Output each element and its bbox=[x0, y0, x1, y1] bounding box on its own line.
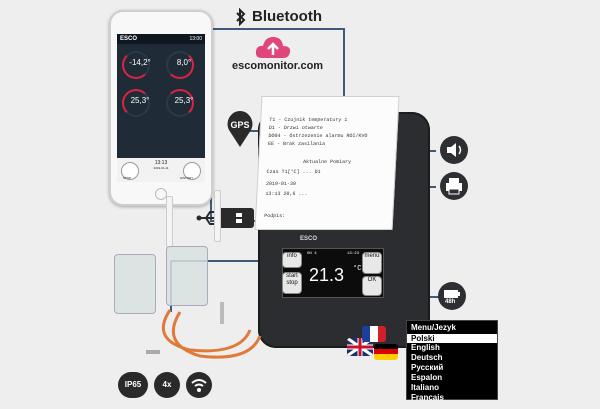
battery-icon: 48h bbox=[438, 282, 466, 310]
receipt-line: Czas T1[°C] ... D1 bbox=[266, 169, 321, 175]
receipt-line: D1 - Drzwi otwarte bbox=[268, 125, 324, 131]
smartphone: ESCO 13:00 -14,2° 8,0° 25,3° 25,3° STOP … bbox=[109, 10, 213, 206]
sensor-count-badge: 4x bbox=[154, 372, 180, 398]
language-option[interactable]: Italiano bbox=[411, 383, 440, 392]
ok-label: OK bbox=[367, 277, 377, 283]
receipt-line: Podpis: bbox=[264, 213, 286, 219]
lcd-time: 13:23 bbox=[347, 252, 360, 256]
escomonitor-label: escomonitor.com bbox=[232, 60, 324, 72]
menu-button[interactable]: menu bbox=[362, 252, 382, 274]
sensor-count-label: 4x bbox=[162, 380, 172, 389]
ip65-badge: IP65 bbox=[118, 372, 148, 398]
connector-line bbox=[170, 260, 278, 262]
language-option[interactable]: Русский bbox=[411, 363, 444, 372]
uk-flag-icon bbox=[347, 338, 373, 356]
gps-label: GPS bbox=[230, 120, 250, 130]
printer-icon bbox=[440, 172, 468, 200]
connector-line bbox=[199, 28, 344, 30]
receipt-line: 2019-01-30 bbox=[265, 181, 297, 187]
sensor-value: 25,3° bbox=[130, 96, 150, 105]
language-option[interactable]: Francais bbox=[411, 393, 444, 402]
lcd-channel: ON 4 bbox=[307, 252, 317, 256]
receipt-line: EE - Brak zasilania bbox=[267, 141, 326, 147]
battery-label: 48h bbox=[445, 299, 456, 305]
language-option[interactable]: English bbox=[411, 343, 440, 352]
info-label: info bbox=[287, 253, 297, 259]
printer-brand: ESCO bbox=[300, 236, 318, 242]
app-brand: ESCO bbox=[120, 36, 138, 42]
gauge-ring bbox=[122, 51, 150, 79]
history-button[interactable] bbox=[183, 162, 201, 180]
de-flag-icon bbox=[374, 344, 398, 360]
logger-antenna bbox=[166, 196, 173, 248]
start-label: start bbox=[286, 273, 298, 279]
gauge-ring bbox=[166, 89, 194, 117]
sensor-tile[interactable]: 25,3° bbox=[119, 86, 159, 117]
gps-pin-icon bbox=[227, 111, 253, 147]
ok-button[interactable]: OK bbox=[362, 276, 382, 296]
receipt-line: T1 - Czujnik temperatury 1 bbox=[269, 117, 348, 123]
receipt-line: 13:13 20,6 ... bbox=[265, 191, 308, 197]
phone-topbar: ESCO 13:00 bbox=[117, 34, 205, 44]
fr-flag-icon bbox=[362, 326, 386, 342]
sensor-value: 25,3° bbox=[174, 96, 194, 105]
receipt-line: DO04 - Ostrzezenie alarmu ROI/KVO bbox=[268, 133, 368, 139]
bluetooth-icon bbox=[236, 8, 246, 26]
menu-label: menu bbox=[364, 253, 380, 259]
wifi-icon bbox=[186, 372, 212, 398]
stop-label: STOP bbox=[123, 176, 132, 180]
receipt-paper: T1 - Czujnik temperatury 1 D1 - Drzwi ot… bbox=[254, 96, 400, 230]
stop-button[interactable] bbox=[121, 162, 139, 180]
language-option-selected[interactable]: Polski bbox=[407, 334, 497, 343]
phone-clock: 13:00 bbox=[189, 36, 202, 42]
phone-datetime: 13:13 2019-01-11 bbox=[145, 160, 177, 170]
logger-antenna bbox=[214, 190, 221, 242]
home-button[interactable] bbox=[155, 188, 167, 200]
receipt-line: Aktualne Pomiary bbox=[302, 159, 352, 165]
speaker-icon bbox=[440, 136, 468, 164]
gauge-ring bbox=[122, 89, 150, 117]
phone-bottom-bar: STOP 13:13 2019-01-11 HISTORY bbox=[117, 158, 205, 182]
stop-label: stop bbox=[286, 279, 298, 286]
language-option[interactable]: Espalon bbox=[411, 373, 443, 382]
menu-header: Menu/Jezyk bbox=[411, 323, 456, 332]
connector-line bbox=[343, 28, 345, 128]
phone-screen: ESCO 13:00 -14,2° 8,0° 25,3° 25,3° STOP … bbox=[117, 34, 205, 182]
sensor-tile[interactable]: 8,0° bbox=[163, 48, 203, 79]
lcd-unit: °C bbox=[353, 265, 362, 273]
phone-date: 2019-01-11 bbox=[153, 166, 169, 170]
cloud-upload-icon bbox=[255, 37, 291, 58]
info-button[interactable]: info bbox=[282, 252, 302, 268]
sensor-value: -14,2° bbox=[129, 58, 151, 67]
history-label: HISTORY bbox=[180, 176, 194, 180]
sensor-tile[interactable]: 25,3° bbox=[163, 86, 203, 117]
data-logger bbox=[166, 246, 208, 306]
usb-icon bbox=[196, 208, 254, 228]
lcd-temperature: 21.3 bbox=[309, 265, 345, 285]
bluetooth-label: Bluetooth bbox=[252, 8, 322, 25]
gauge-ring bbox=[166, 51, 194, 79]
sensor-tile[interactable]: -14,2° bbox=[119, 48, 159, 79]
connector-line bbox=[210, 186, 212, 220]
data-logger bbox=[114, 254, 156, 314]
language-option[interactable]: Deutsch bbox=[411, 353, 443, 362]
sensor-value: 8,0° bbox=[176, 58, 192, 67]
start-stop-button[interactable]: start stop bbox=[282, 272, 302, 294]
phone-time: 13:13 bbox=[154, 160, 168, 166]
probe-cables bbox=[146, 302, 262, 359]
language-menu[interactable]: Menu/Jezyk Polski English Deutsch Русски… bbox=[406, 320, 498, 402]
